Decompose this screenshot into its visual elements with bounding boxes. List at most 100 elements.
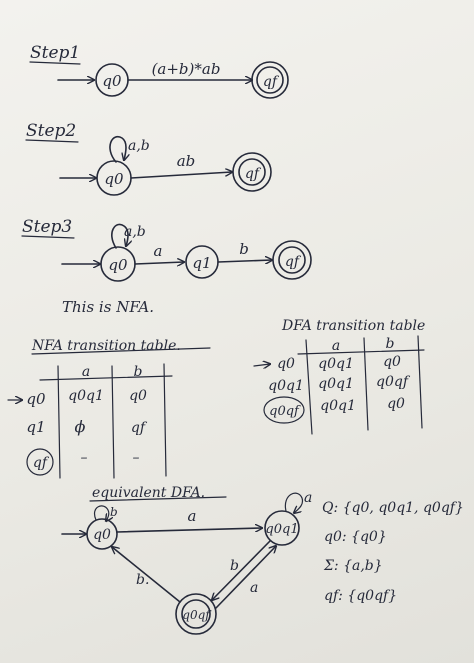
dfa-start-arrow — [253, 364, 270, 366]
step3-title: Step3 — [22, 217, 72, 237]
dfa-header-line — [297, 349, 425, 355]
step3-self-loop — [111, 223, 128, 249]
dfa-q0-loop-label: b — [110, 505, 118, 519]
dfa-row-a: q0q1 — [318, 376, 354, 392]
step3-section: Step3 a,b q0 a q1 b qf — [21, 217, 312, 282]
dfa-row-state: q0qf — [269, 404, 301, 419]
step2-qf-label: qf — [245, 166, 262, 182]
definition-final-state: qf: {q0qf} — [324, 588, 397, 604]
step2-title: Step2 — [26, 121, 76, 141]
step3-underline — [21, 235, 75, 239]
dfa-q0q1-label: q0q1 — [265, 522, 298, 537]
dfa-row-b: q0 — [387, 396, 405, 412]
nfa-row-state: q1 — [26, 418, 45, 436]
dfa-row-state: q0 — [277, 356, 295, 372]
step1-title: Step1 — [30, 43, 80, 63]
dfa-col-line-3 — [417, 335, 423, 429]
nfa-row-a: – — [81, 450, 88, 466]
step3-edge-a — [134, 262, 184, 264]
step2-state-qf-outer — [232, 152, 272, 192]
dfa-edge-q0qf-to-q0 — [112, 547, 181, 603]
dfa-col-line-1 — [305, 339, 313, 435]
dfa-q0q1-loop-label: a — [304, 490, 312, 506]
step2-edge — [130, 172, 232, 179]
dfa-col-line-2 — [363, 337, 369, 431]
step1-state-qf-outer — [251, 61, 289, 99]
nfa-header-line — [39, 375, 173, 381]
nfa-row-b: q0 — [129, 388, 147, 404]
dfa-edge-q0q1-to-q0qf — [212, 540, 271, 600]
nfa-col-line-3 — [163, 363, 167, 477]
step2-state-qf-inner — [238, 158, 266, 186]
dfa-header-a: a — [332, 338, 340, 354]
step2-q0-label: q0 — [104, 170, 124, 188]
nfa-title-underline — [31, 347, 211, 355]
step1-underline — [29, 61, 81, 65]
nfa-col-line-1 — [57, 365, 61, 479]
dfa-q0q1-self-loop — [284, 492, 304, 513]
dfa-row-state: q0q1 — [268, 378, 304, 394]
equivalent-dfa-diagram: equivalent DFA. q0 b q0q1 a a q0qf b. b … — [61, 485, 312, 635]
nfa-transition-table: NFA transition table. a b q0 q0q1 q0 q1 … — [7, 338, 211, 479]
step2-loop-label: a,b — [128, 138, 150, 154]
step3-qf-label: qf — [285, 254, 302, 270]
step3-state-qf-outer — [272, 240, 312, 280]
dfa-header-b: b — [386, 336, 395, 352]
step1-section: Step1 q0 (a+b)*ab qf — [29, 43, 289, 99]
step1-state-qf-inner — [256, 66, 284, 94]
step3-edge-a-label: a — [154, 242, 163, 260]
step3-loop-label: a,b — [124, 224, 146, 240]
nfa-row-state: q0 — [26, 390, 46, 408]
dfa-row-b: q0qf — [376, 374, 411, 390]
nfa-final-state-circle — [26, 448, 54, 476]
dfa-row-a: q0q1 — [320, 398, 356, 414]
dfa-state-q0 — [86, 518, 118, 550]
step3-state-qf-inner — [278, 246, 306, 274]
step3-q1-label: q1 — [192, 254, 211, 272]
dfa-table-title: DFA transition table — [281, 318, 425, 334]
nfa-row-state: qf — [33, 455, 50, 471]
nfa-col-line-2 — [111, 365, 115, 479]
step1-edge-label: (a+b)*ab — [152, 60, 221, 78]
nfa-header-a: a — [82, 364, 90, 380]
dfa-edge-q0q1-to-q0qf-label: b — [230, 558, 239, 574]
nfa-row-a: ϕ — [75, 417, 86, 436]
step2-self-loop — [109, 135, 126, 163]
nfa-row-b: qf — [131, 420, 148, 436]
dfa-state-q0q1 — [264, 510, 300, 546]
dfa-q0-label: q0 — [93, 527, 111, 543]
dfa-q0qf-label: q0qf — [182, 608, 212, 622]
step2-edge-label: ab — [177, 152, 196, 170]
dfa-row-a: q0q1 — [318, 356, 354, 372]
step1-qf-label: qf — [263, 74, 280, 90]
step3-edge-b — [217, 260, 272, 262]
step3-q0-label: q0 — [108, 256, 128, 274]
dfa-state-q0qf-inner — [181, 599, 211, 629]
dfa-edge-q0qf-to-q0q1-label: a — [250, 580, 258, 596]
step1-q0-label: q0 — [102, 72, 122, 90]
equivalent-dfa-title: equivalent DFA. — [92, 485, 205, 501]
nfa-note: This is NFA. — [62, 298, 154, 316]
dfa-state-q0qf-outer — [175, 593, 217, 635]
nfa-header-b: b — [134, 364, 143, 380]
dfa-q0-self-loop — [94, 505, 109, 521]
nfa-row-b: – — [133, 450, 140, 466]
dfa-definitions: Q: {q0, q0q1, q0qf} q0: {q0} Σ: {a,b} qf… — [322, 500, 464, 604]
equivalent-dfa-underline — [89, 496, 227, 502]
definition-states: Q: {q0, q0q1, q0qf} — [322, 500, 464, 516]
step3-edge-b-label: b — [239, 240, 249, 258]
nfa-row-a: q0q1 — [68, 388, 104, 404]
dfa-final-state-circle — [263, 396, 305, 424]
dfa-edge-q0qf-to-q0-label: b. — [136, 572, 149, 588]
dfa-edge-q0-to-q0q1-label: a — [188, 507, 197, 525]
definition-start-state: q0: {q0} — [324, 529, 387, 545]
dfa-row-b: q0 — [383, 354, 401, 370]
dfa-edge-q0-to-q0q1 — [116, 528, 262, 533]
step2-section: Step2 a,b q0 ab qf — [25, 121, 272, 196]
step2-underline — [25, 139, 79, 143]
definition-alphabet: Σ: {a,b} — [323, 558, 383, 574]
dfa-transition-table: DFA transition table a b q0 q0q1 q0 q0q1… — [253, 318, 425, 435]
dfa-edge-q0qf-to-q0q1 — [215, 546, 276, 609]
